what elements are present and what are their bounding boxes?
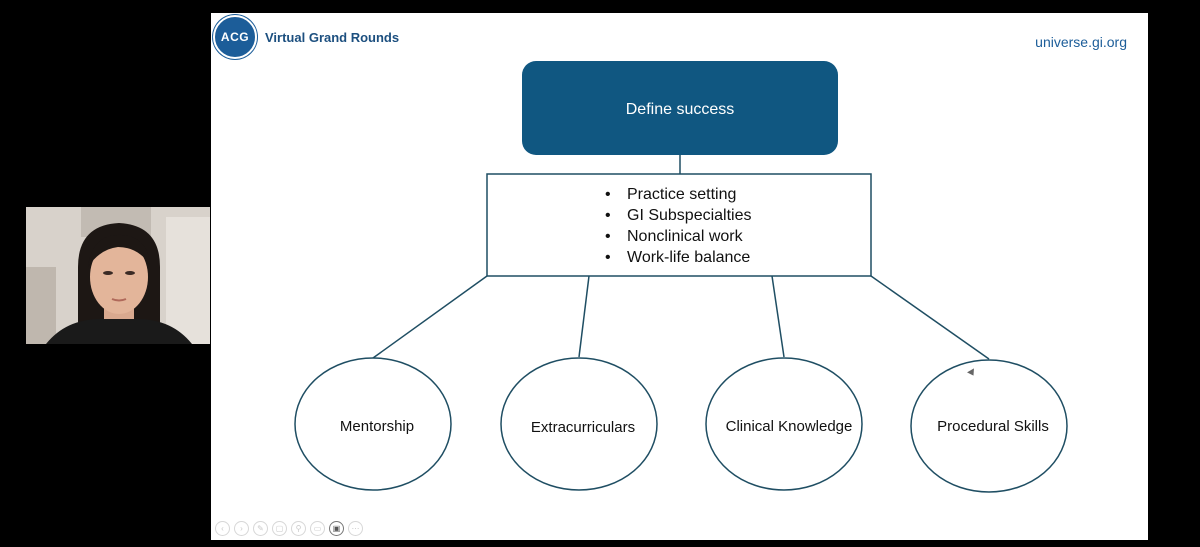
define-success-box [522, 61, 838, 155]
node-label: Clinical Knowledge [726, 418, 853, 435]
bullet-item: Practice setting [627, 186, 736, 203]
node-procedural-skills: Procedural Skills [910, 359, 1068, 493]
connector-mentorship [372, 275, 488, 359]
success-diagram: Define success • Practice setting • GI S… [294, 61, 1068, 493]
acg-logo: ACG [213, 15, 257, 59]
slide-toolbar: ‹ › ✎ ▢ ⚲ ▭ ▣ ⋯ [215, 521, 363, 536]
previous-icon[interactable]: ‹ [215, 521, 230, 536]
next-icon[interactable]: › [234, 521, 249, 536]
more-icon[interactable]: ⋯ [348, 521, 363, 536]
bullet-item: Nonclinical work [627, 228, 744, 245]
node-label: Procedural Skills [937, 418, 1049, 435]
bullet-list: • Practice setting • GI Subspecialties •… [605, 186, 752, 266]
bullet-glyph: • [605, 249, 611, 266]
bullet-item: Work-life balance [627, 249, 750, 266]
bullet-glyph: • [605, 186, 611, 203]
brand-title: Virtual Grand Rounds [265, 29, 400, 45]
bullet-item: GI Subspecialties [627, 207, 752, 224]
site-url: universe.gi.org [1035, 34, 1127, 50]
node-label: Mentorship [340, 418, 414, 435]
node-label: Extracurriculars [531, 419, 635, 436]
bullet-glyph: • [605, 207, 611, 224]
presenter-photo [26, 207, 210, 344]
pen-icon[interactable]: ✎ [253, 521, 268, 536]
node-extracurriculars: Extracurriculars [500, 357, 658, 491]
bullet-glyph: • [605, 228, 611, 245]
connector-extracurriculars [578, 275, 590, 358]
webcam-video [26, 207, 210, 344]
brand-header: ACG Virtual Grand Rounds [213, 15, 399, 59]
bullet-box [486, 173, 872, 277]
node-mentorship: Mentorship [294, 357, 452, 491]
camera-icon[interactable]: ▣ [329, 521, 344, 536]
connector-procedural-skills [870, 275, 990, 360]
node-clinical-knowledge: Clinical Knowledge [705, 357, 863, 491]
define-success-label: Define success [626, 101, 735, 118]
zoom-icon[interactable]: ⚲ [291, 521, 306, 536]
pages-icon[interactable]: ▢ [272, 521, 287, 536]
subtitles-icon[interactable]: ▭ [310, 521, 325, 536]
presentation-slide: ACG Virtual Grand Rounds universe.gi.org… [211, 13, 1148, 540]
connector-clinical-knowledge [771, 275, 785, 358]
